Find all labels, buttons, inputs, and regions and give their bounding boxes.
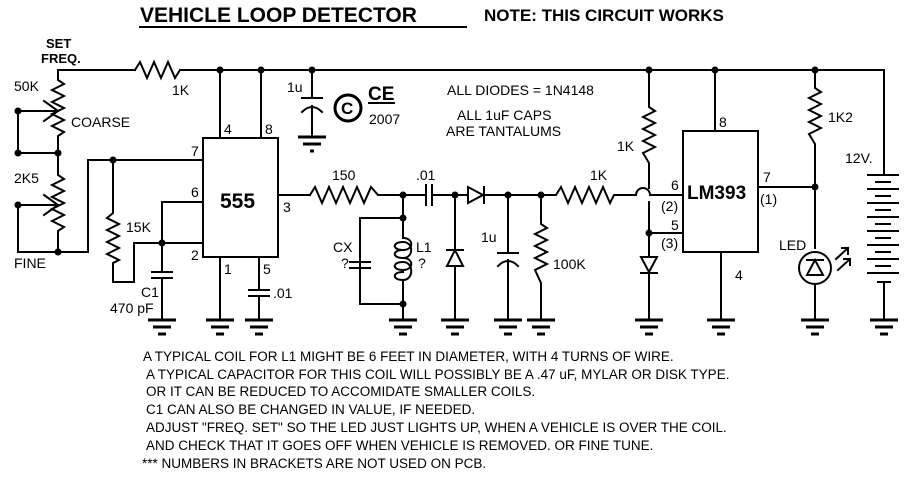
ground-icon [441,318,469,336]
label-r-ref: 1K [617,138,635,154]
label-battery: 12V. [845,150,873,166]
label-c-pin5: .01 [273,285,293,301]
year: 2007 [369,111,400,127]
label-coarse-value: 50K [14,78,40,94]
label-r-100k: 100K [553,256,586,272]
note-line: A TYPICAL CAPACITOR FOR THIS COIL WILL P… [146,367,729,382]
lm393-pin-4: 4 [735,267,743,283]
inductor-l1 [393,217,413,321]
ground-icon [635,318,663,336]
diode-series [467,185,546,205]
pin-1: 1 [224,261,232,277]
potentiometer-coarse[interactable] [14,69,67,157]
subtitle: NOTE: THIS CIRCUIT WORKS [484,6,724,25]
capacitor-c1 [151,242,173,321]
label-c1: C1 [141,284,159,300]
ground-icon [245,318,273,336]
ground-icon [870,318,898,336]
label-fine: FINE [14,255,46,271]
label-cx: CX [333,239,353,255]
capacitor-filter [496,194,520,321]
ground-icon [801,318,829,336]
ground-icon [707,318,735,336]
ic-lm393 [682,69,816,321]
label-cx-value: ? [341,255,349,271]
ic-lm393-label: LM393 [687,183,746,204]
pin-8: 8 [265,121,273,137]
title: VEHICLE LOOP DETECTOR [140,4,417,27]
label-r-150: 150 [332,167,356,183]
pin-6: 6 [191,184,199,200]
diode-reference [639,256,659,321]
label-c-filter: 1u [481,229,497,245]
ic-555-label: 555 [220,190,255,213]
resistor-1k-input [540,184,637,206]
led-indicator [798,246,852,321]
pin-2: 2 [191,247,199,263]
pin-7: 7 [191,143,199,159]
pin-5: 5 [263,261,271,277]
pin-4: 4 [224,121,232,137]
lm393-pin-1: (1) [760,191,777,207]
note-line: ADJUST "FREQ. SET" SO THE LED JUST LIGHT… [146,420,727,435]
lm393-pin-2: (2) [661,198,678,214]
label-c1-value: 470 pF [110,300,154,316]
ground-icon [389,318,417,336]
potentiometer-fine[interactable] [14,152,67,256]
label-r-led: 1K2 [828,109,853,125]
resistor-1k-ref [640,69,658,189]
ce-mark: CE [368,84,394,105]
copyright-icon [333,93,363,123]
lm393-pin-6: 6 [671,177,679,193]
note-caps-1: ALL 1uF CAPS [457,107,551,123]
diode-shunt [445,194,465,321]
lm393-pin-7: 7 [763,169,771,185]
resistor-100k [532,194,550,321]
note-diodes: ALL DIODES = 1N4148 [447,82,594,98]
label-c-supply: 1u [287,79,303,95]
lm393-pin-3: (3) [661,235,678,251]
label-l1-value: ? [418,255,426,271]
ground-icon [148,318,176,336]
label-r-input: 1K [590,167,608,183]
notes-block: A TYPICAL COIL FOR L1 MIGHT BE 6 FEET IN… [142,349,729,471]
resistor-15k [104,159,204,283]
ground-symbols [148,135,898,336]
note-line: A TYPICAL COIL FOR L1 MIGHT BE 6 FEET IN… [143,349,674,364]
pin-3: 3 [283,199,291,215]
label-freq: FREQ. [41,51,81,66]
label-coarse: COARSE [71,114,130,130]
note-line: *** NUMBERS IN BRACKETS ARE NOT USED ON … [142,456,486,471]
resistor-150 [308,184,405,206]
ground-icon [527,318,555,336]
resistor-1k-series [133,59,182,81]
lc-tank [349,194,413,321]
note-line: OR IT CAN BE REDUCED TO ACCOMIDATE SMALL… [146,384,535,399]
label-l1: L1 [416,239,432,255]
ground-icon [298,135,326,153]
resistor-1k2 [806,69,824,249]
note-line: AND CHECK THAT IT GOES OFF WHEN VEHICLE … [146,438,653,453]
ground-icon [206,318,234,336]
label-15k: 15K [126,219,152,235]
label-set: SET [46,36,71,51]
capacitor-supply [300,69,324,138]
lm393-pin-8: 8 [719,114,727,130]
label-r-series: 1K [172,82,190,98]
label-led: LED [779,237,806,253]
note-line: C1 CAN ALSO BE CHANGED IN VALUE, IF NEED… [146,402,475,417]
wire-crossover [634,187,684,197]
copyright-letter: C [341,99,353,118]
note-caps-2: ARE TANTALUMS [446,123,561,139]
lm393-pin-5: 5 [671,217,679,233]
ground-icon [494,318,522,336]
ic-555 [202,69,311,321]
capacitor-coupling [402,184,467,206]
label-fine-value: 2K5 [14,170,39,186]
battery-12v [867,174,899,321]
label-c-coupling: .01 [416,167,436,183]
